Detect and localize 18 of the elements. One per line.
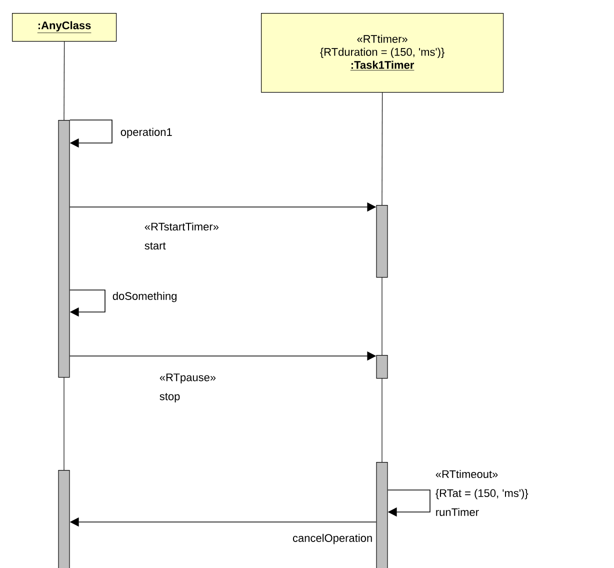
self-message-arrow <box>387 490 430 517</box>
message-label: doSomething <box>111 290 178 304</box>
activation-bar <box>58 120 70 378</box>
activation-bar <box>376 462 388 568</box>
object-box: :AnyClass <box>12 13 117 42</box>
message-label: «RTpause» stop <box>158 372 218 404</box>
activation-bar <box>58 470 70 568</box>
activation-bar <box>376 355 388 379</box>
self-message-arrow <box>69 120 112 148</box>
message-label: «RTtimeout» {RTat = (150, 'ms')} runTimer <box>434 468 530 518</box>
lifeline <box>382 92 383 206</box>
activation-bar <box>376 205 388 278</box>
message-label: cancelOperation <box>292 532 374 546</box>
lifeline <box>64 41 65 120</box>
message-label: «RTstartTimer» start <box>143 221 220 251</box>
self-message-arrow <box>69 290 106 317</box>
message-label: operation1 <box>119 126 174 140</box>
object-box: «RTtimer» {RTduration = (150, 'ms')} :Task1Timer <box>261 13 504 93</box>
